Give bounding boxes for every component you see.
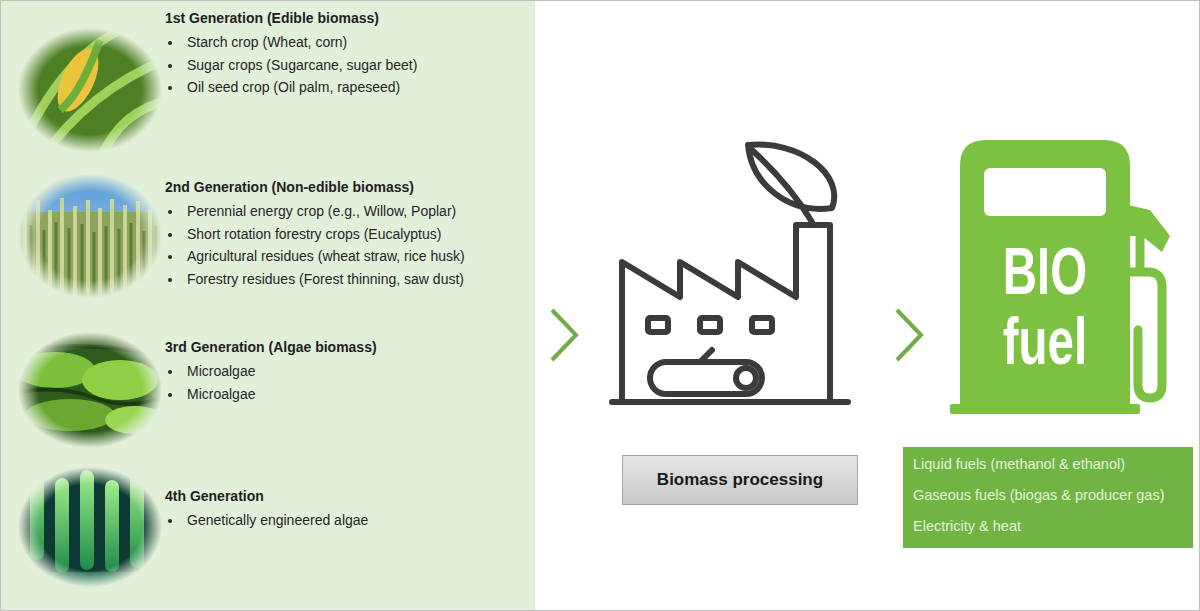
pump-display — [984, 168, 1106, 216]
bullet-item: Agricultural residues (wheat straw, rice… — [183, 245, 530, 268]
bullet-list: MicroalgaeMicroalgae — [165, 360, 530, 405]
dark-streak — [20, 346, 170, 404]
bullet-item: Oil seed crop (Oil palm, rapeseed) — [183, 76, 530, 99]
generation-block: 1st Generation (Edible biomass)Starch cr… — [165, 7, 530, 99]
process-label: Biomass processing — [657, 470, 823, 490]
photo-background — [10, 20, 170, 160]
wheat-stalks — [25, 198, 162, 300]
water — [10, 328, 170, 453]
bullet-item: Sugar crops (Sugarcane, sugar beet) — [183, 54, 530, 77]
factory-window — [648, 318, 668, 332]
output-item: Gaseous fuels (biogas & producer gas) — [913, 480, 1183, 511]
flow-chevron — [552, 310, 576, 360]
bullet-item: Microalgae — [183, 360, 530, 383]
bullet-item: Genetically engineered algae — [183, 509, 530, 532]
factory-window — [752, 318, 772, 332]
bullet-item: Perennial energy crop (e.g., Willow, Pop… — [183, 200, 530, 223]
process-box: Biomass processing — [622, 455, 858, 505]
pump-lettering: fuel — [984, 308, 1106, 374]
test-tube — [130, 472, 144, 568]
log — [650, 362, 762, 394]
leaf-icon — [748, 145, 834, 209]
bullet-item: Forestry residues (Forest thinning, saw … — [183, 268, 530, 291]
fuel-hose — [1128, 272, 1162, 398]
generation-heading: 4th Generation — [165, 485, 530, 507]
fuel-pump: BIOfuel — [960, 140, 1130, 406]
leaf-stem — [752, 150, 812, 222]
lab-background — [10, 462, 170, 592]
leaf — [20, 30, 170, 160]
test-tube — [55, 478, 69, 573]
pump-body — [960, 140, 1130, 406]
bullet-item: Short rotation forestry crops (Eucalyptu… — [183, 223, 530, 246]
generation-block: 3rd Generation (Algae biomass)Microalgae… — [165, 336, 530, 405]
test-tube — [105, 480, 119, 572]
reflection — [10, 572, 170, 592]
corn-photo — [10, 20, 170, 160]
bullet-list: Starch crop (Wheat, corn)Sugar crops (Su… — [165, 31, 530, 99]
bullet-list: Genetically engineered algae — [165, 509, 530, 532]
bullet-item: Microalgae — [183, 383, 530, 406]
pump-lettering: BIO — [984, 238, 1106, 304]
output-item: Electricity & heat — [913, 511, 1183, 542]
husk — [60, 40, 100, 110]
generation-block: 4th GenerationGenetically engineered alg… — [165, 485, 530, 532]
wheat-stalks — [31, 222, 156, 300]
log-branch — [700, 350, 712, 362]
wheat-photo — [10, 170, 170, 302]
algae-patch — [82, 360, 158, 400]
output-item: Liquid fuels (methanol & ethanol) — [913, 449, 1183, 480]
algae-patch — [25, 399, 115, 431]
generation-heading: 2nd Generation (Non-edible biomass) — [165, 176, 530, 198]
source-panel — [1, 1, 535, 610]
bullet-item: Starch crop (Wheat, corn) — [183, 31, 530, 54]
fuel-hose — [1136, 236, 1145, 272]
bullet-list: Perennial energy crop (e.g., Willow, Pop… — [165, 200, 530, 290]
algae-photo — [10, 328, 170, 453]
fuel-nozzle — [1128, 205, 1170, 252]
log-end — [736, 368, 756, 388]
generation-heading: 3rd Generation (Algae biomass) — [165, 336, 530, 358]
factory-icon — [612, 145, 848, 402]
ground-line — [612, 399, 848, 405]
test-tube-photo — [10, 462, 170, 592]
test-tube — [80, 470, 94, 570]
factory-building — [622, 225, 830, 402]
output-box: Liquid fuels (methanol & ethanol)Gaseous… — [903, 447, 1193, 548]
generation-block: 2nd Generation (Non-edible biomass)Peren… — [165, 176, 530, 290]
factory-window — [700, 318, 720, 332]
generation-heading: 1st Generation (Edible biomass) — [165, 7, 530, 29]
flow-chevron — [897, 310, 921, 360]
algae-patch — [105, 406, 165, 434]
test-tube — [30, 470, 44, 560]
